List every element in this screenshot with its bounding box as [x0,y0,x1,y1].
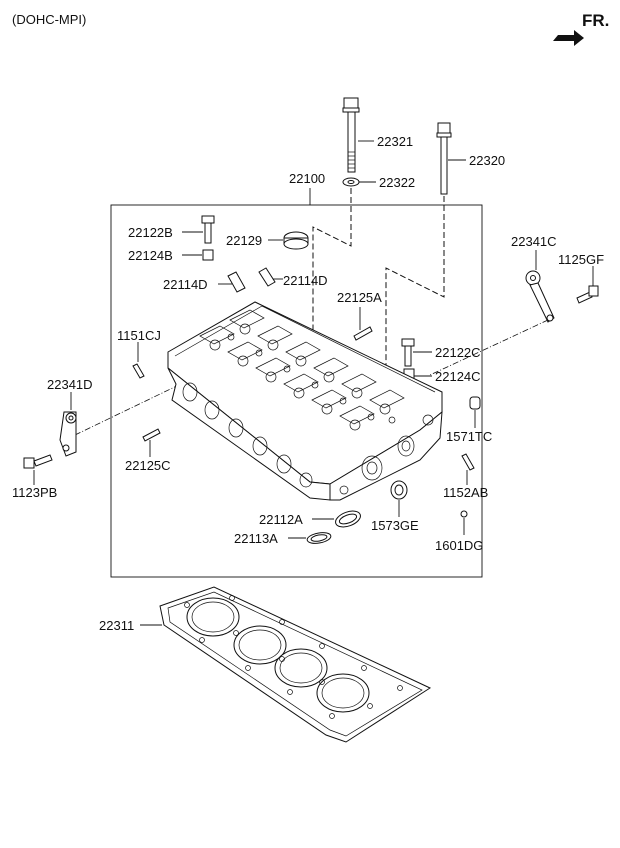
stud-22125C [142,428,161,442]
label-22114D-left: 22114D [163,277,208,292]
seal-ring-22113A [306,532,332,544]
label-22114D-right: 22114D [283,273,328,288]
label-22341D: 22341D [47,377,93,392]
label-22129: 22129 [226,233,262,248]
stud-22125A [353,326,373,341]
plug-1571TC [469,396,481,410]
stud-1152AB [461,453,475,471]
head-assembly-box [110,204,483,578]
cylinder-head-body [167,301,443,501]
label-22112A: 22112A [259,512,303,527]
label-22321: 22321 [377,134,413,149]
bracket-22341C [525,270,555,323]
dowel-22114D-left [227,271,246,293]
head-bolt-22320 [436,122,452,195]
label-22124C: 22124C [435,369,481,384]
label-1601DG: 1601DG [435,538,483,553]
label-22125C: 22125C [125,458,171,473]
label-22122B: 22122B [128,225,173,240]
label-22124B: 22124B [128,248,173,263]
engine-type-label: (DOHC-MPI) [12,12,86,27]
bolt-1123PB [23,454,53,469]
label-22322: 22322 [379,175,415,190]
label-1125GF: 1125GF [558,252,604,267]
seal-1573GE [390,480,408,500]
washer-22322 [342,177,360,187]
plug-22129 [283,231,309,250]
bolt-22122C [401,338,415,367]
label-1151CJ: 1151CJ [117,328,161,343]
dowel-22114D-right [258,267,276,287]
head-gasket-22311 [159,586,432,743]
plug-1601DG [460,510,468,518]
gasket-bores [186,597,370,713]
label-22122C: 22122C [435,345,481,360]
label-1571TC: 1571TC [446,429,492,444]
label-22320: 22320 [469,153,505,168]
front-label: FR. [582,11,609,30]
bolt-1125GF [576,285,599,304]
label-1123PB: 1123PB [12,485,57,500]
label-22311: 22311 [99,618,134,633]
label-22341C: 22341C [511,234,557,249]
label-22125A: 22125A [337,290,382,305]
head-bolt-22321 [342,97,360,173]
front-direction-indicator: FR. [553,11,609,46]
seal-ring-22112A [335,510,361,528]
sleeve-22124B [202,249,214,261]
bolt-22122B [201,215,215,244]
stud-1151CJ [132,363,145,379]
label-22100: 22100 [289,171,325,186]
arrow-right-icon [553,30,584,46]
bracket-22341D [59,411,77,457]
label-1152AB: 1152AB [443,485,488,500]
label-22113A: 22113A [234,531,278,546]
label-1573GE: 1573GE [371,518,419,533]
